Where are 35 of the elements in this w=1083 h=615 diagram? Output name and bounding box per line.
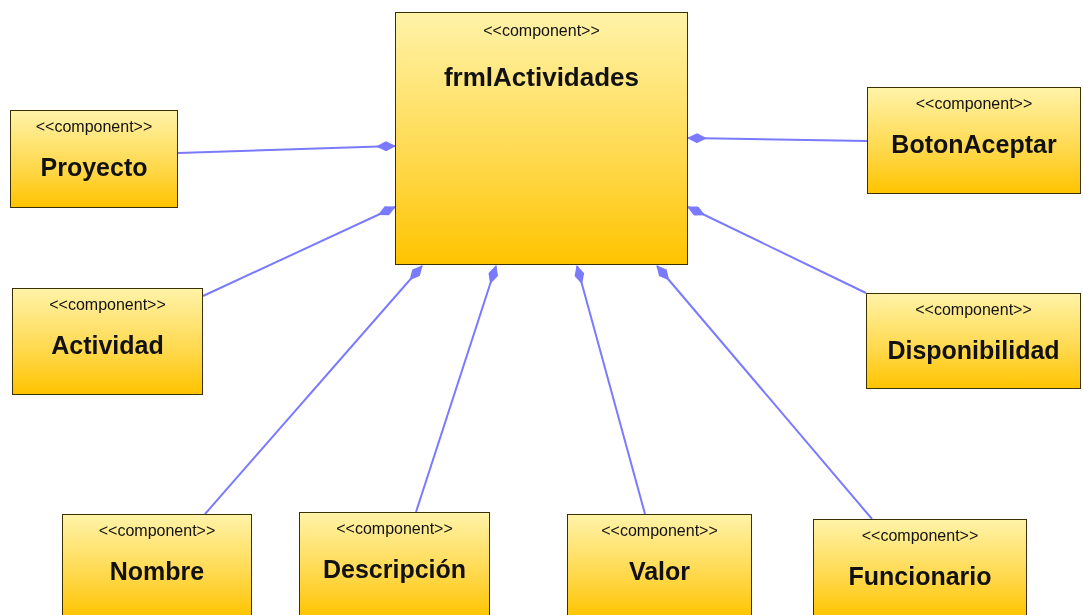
stereotype-label: <<component>> <box>861 526 979 546</box>
component-name: BotonAceptar <box>891 129 1057 160</box>
component-name: frmlActividades <box>443 62 640 94</box>
composition-connector <box>574 265 646 515</box>
composition-connector <box>656 265 873 520</box>
component-name: Disponibilidad <box>887 335 1060 366</box>
component-box <box>12 288 203 395</box>
component-box <box>567 514 752 615</box>
composition-connector <box>415 265 498 513</box>
stereotype-label: <<component>> <box>336 519 453 539</box>
composition-connector <box>177 141 396 154</box>
component-name: Actividad <box>51 330 164 361</box>
component-box <box>299 512 490 615</box>
component-name: Proyecto <box>40 152 148 183</box>
stereotype-label: <<component>> <box>35 117 153 137</box>
stereotype-label: <<component>> <box>49 295 166 315</box>
stereotype-label: <<component>> <box>98 521 216 541</box>
component-box <box>395 12 688 265</box>
composition-connector <box>687 133 868 144</box>
stereotype-label: <<component>> <box>915 300 1032 320</box>
composition-connector <box>202 206 396 297</box>
component-box <box>62 514 252 615</box>
stereotype-label: <<component>> <box>483 21 600 41</box>
stereotype-label: <<component>> <box>601 521 718 541</box>
stereotype-label: <<component>> <box>915 94 1033 114</box>
component-box <box>866 293 1081 389</box>
component-box <box>867 87 1081 194</box>
composition-connector <box>204 265 423 515</box>
component-name: Valor <box>628 556 691 587</box>
component-name: Funcionario <box>848 561 992 592</box>
component-box <box>10 110 178 208</box>
component-box <box>813 519 1027 615</box>
composition-connector <box>687 206 867 294</box>
component-name: Nombre <box>109 556 205 587</box>
component-name: Descripción <box>322 554 467 585</box>
